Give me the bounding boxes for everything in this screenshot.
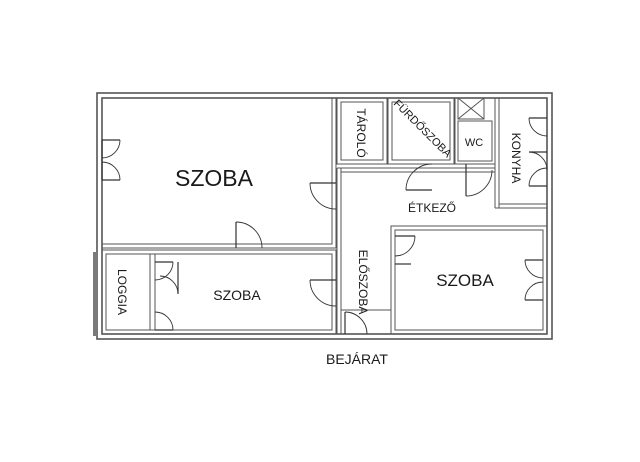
room-label-eloszoba: ELŐSZOBA [356, 250, 371, 315]
door-szoba-2-right [309, 279, 337, 307]
room-label-tarolo: TÁROLÓ [354, 108, 369, 157]
door-szoba-2-left [154, 261, 179, 331]
room-label-szoba-2: SZOBA [213, 287, 261, 303]
door-konyha [528, 117, 548, 187]
doors [101, 117, 548, 335]
door-tarolo [405, 163, 433, 191]
room-label-konyha: KONYHA [509, 133, 523, 184]
door-szoba-1-bottom [235, 221, 263, 249]
room-label-furdoszoba: FÜRDŐSZOBA [391, 96, 455, 160]
door-szoba-1-right [309, 182, 337, 210]
interior-walls [101, 97, 548, 335]
room-label-etkezo: ÉTKEZŐ [408, 200, 456, 215]
room-label-szoba-1: SZOBA [175, 165, 254, 191]
room-labels: SZOBA SZOBA SZOBA TÁROLÓ FÜRDŐSZOBA WC K… [115, 96, 523, 315]
door-wc [465, 164, 493, 197]
entrance-label: BEJÁRAT [326, 351, 388, 367]
door-szoba-3-left [394, 235, 416, 265]
outer-walls [96, 92, 553, 340]
room-label-loggia: LOGGIA [115, 269, 129, 315]
room-label-wc: WC [465, 137, 483, 149]
door-entrance [344, 311, 368, 335]
door-szoba-3-right [524, 259, 544, 301]
door-szoba-1-left [101, 139, 121, 181]
room-label-szoba-3: SZOBA [436, 271, 494, 290]
